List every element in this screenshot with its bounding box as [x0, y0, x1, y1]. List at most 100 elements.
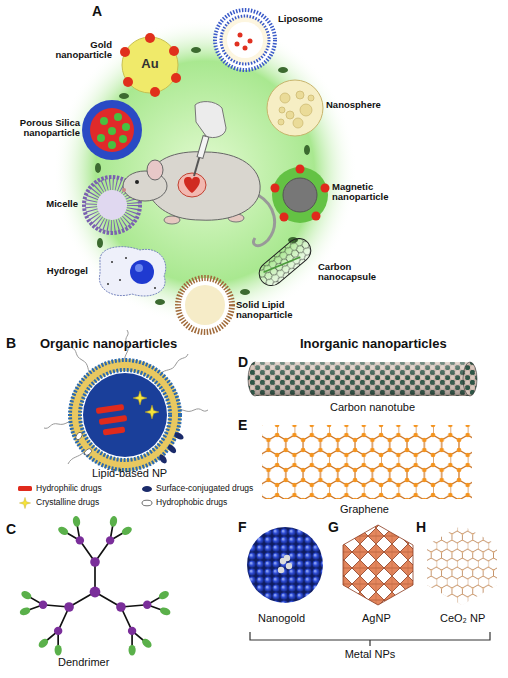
- dendrimer: [128, 645, 135, 656]
- ceria-nanoparticle: [424, 522, 500, 608]
- hydrogel: [107, 257, 156, 289]
- nanosphere: [296, 91, 304, 99]
- dendrimer: [64, 602, 74, 612]
- lipid-nanoparticle: [145, 405, 159, 419]
- liposome: [243, 46, 248, 51]
- dendrimer: [19, 515, 172, 655]
- porous-silica-nanoparticle: [97, 134, 105, 142]
- ceria-nanoparticle: [424, 522, 500, 608]
- porous-silica-nanoparticle: [90, 108, 134, 152]
- panel-letter: G: [328, 520, 339, 535]
- dendrimer: [39, 601, 47, 609]
- mouse: [253, 195, 274, 246]
- liposome: [235, 33, 253, 51]
- silver-nanoparticle: [340, 522, 416, 608]
- solid-lipid-nanoparticle: [178, 278, 232, 332]
- dendrimer: [76, 536, 84, 544]
- particle-label: Porous Silica nanoparticle: [8, 118, 80, 139]
- nanosphere: [308, 95, 314, 101]
- porous-silica-nanoparticle: [114, 113, 122, 121]
- porous-silica-nanoparticle: [97, 113, 130, 149]
- element-symbol: Au: [134, 57, 166, 71]
- lipid-nanoparticle: [166, 443, 177, 454]
- gold-nanoparticle: [123, 77, 133, 87]
- particle-label: Micelle: [30, 199, 78, 209]
- dendrimer: [19, 515, 172, 655]
- dendrimer: [39, 536, 152, 635]
- item-label: Graphene: [340, 503, 389, 515]
- item-label: Carbon nanotube: [330, 401, 415, 413]
- nanosphere: [267, 80, 323, 136]
- dendrimer: [72, 515, 81, 527]
- hydrogel: [135, 264, 143, 272]
- ring-anchor: [191, 47, 201, 53]
- dendrimer: [90, 557, 100, 567]
- dendrimer: [106, 536, 114, 544]
- dendrimer: [143, 601, 151, 609]
- panel-heading: Inorganic nanoparticles: [300, 337, 447, 351]
- porous-silica-nanoparticle: [119, 135, 127, 143]
- item-label: Nanogold: [258, 612, 305, 624]
- gold-nanoparticle: [150, 87, 160, 97]
- liposome: [221, 16, 269, 64]
- lipid-nanoparticle: [80, 370, 170, 460]
- magnetic-nanoparticle: [271, 184, 280, 193]
- lipid-nanoparticle: [133, 391, 159, 419]
- item-label: Dendrimer: [58, 656, 109, 668]
- carbon-nanocapsule: [264, 248, 301, 282]
- hydrogel: [111, 261, 113, 263]
- particle-label: Hydrogel: [38, 266, 88, 276]
- lipid-nanoparticle: [103, 426, 126, 435]
- lipid-nanoparticle: [133, 391, 147, 405]
- legend-text: Crystalline drugs: [36, 498, 99, 507]
- mouse: [122, 102, 275, 246]
- lipid-nanoparticle: [173, 431, 185, 441]
- silver-nanoparticle: [340, 522, 416, 608]
- dendrimer: [57, 525, 70, 537]
- particle-label: Carbon nanocapsule: [318, 262, 388, 283]
- gold-nanoparticle: [145, 33, 155, 43]
- panel-letter: A: [92, 4, 102, 19]
- magnetic-nanoparticle: [296, 165, 305, 174]
- nanogold: [286, 563, 292, 569]
- panel-letter: F: [238, 520, 247, 535]
- legend-sample: [19, 497, 30, 508]
- hydrogel: [125, 257, 127, 259]
- gold-nanoparticle: [120, 33, 181, 97]
- carbon-nanotube: [463, 362, 477, 396]
- liposome: [238, 33, 243, 38]
- magnetic-nanoparticle: [271, 165, 330, 222]
- ring-anchor: [95, 163, 101, 173]
- nanogold: [245, 525, 325, 605]
- lipid-nanoparticle: [83, 448, 92, 457]
- liposome: [248, 39, 253, 44]
- magnetic-nanoparticle: [283, 178, 317, 212]
- lipid-nanoparticle: [99, 415, 128, 425]
- nanogold: [245, 525, 325, 605]
- metal-bracket: [250, 632, 490, 646]
- mouse: [135, 180, 139, 184]
- nanogold: [278, 555, 292, 573]
- metal-bracket: [250, 632, 490, 646]
- ring-anchor: [97, 238, 103, 248]
- dendrimer: [25, 521, 165, 650]
- magnetic-nanoparticle: [271, 165, 330, 224]
- group-label: Metal NPs: [320, 648, 420, 660]
- ring-anchor: [304, 145, 310, 155]
- panel-heading: Organic nanoparticles: [40, 337, 177, 351]
- porous-silica-nanoparticle: [82, 100, 142, 160]
- mouse: [147, 160, 163, 180]
- magnetic-nanoparticle: [280, 213, 289, 222]
- magnetic-nanoparticle: [272, 167, 328, 223]
- liposome: [215, 10, 275, 70]
- hydrogel: [154, 287, 156, 289]
- ring-anchor: [155, 299, 165, 305]
- micelle: [97, 190, 127, 220]
- legend-text: Hydrophobic drugs: [156, 498, 227, 507]
- hydrogel: [130, 260, 154, 284]
- lipid-nanoparticle: [158, 453, 169, 465]
- panel-letter: H: [416, 520, 426, 535]
- dendrimer: [43, 540, 147, 630]
- ceria-nanoparticle: [424, 522, 500, 608]
